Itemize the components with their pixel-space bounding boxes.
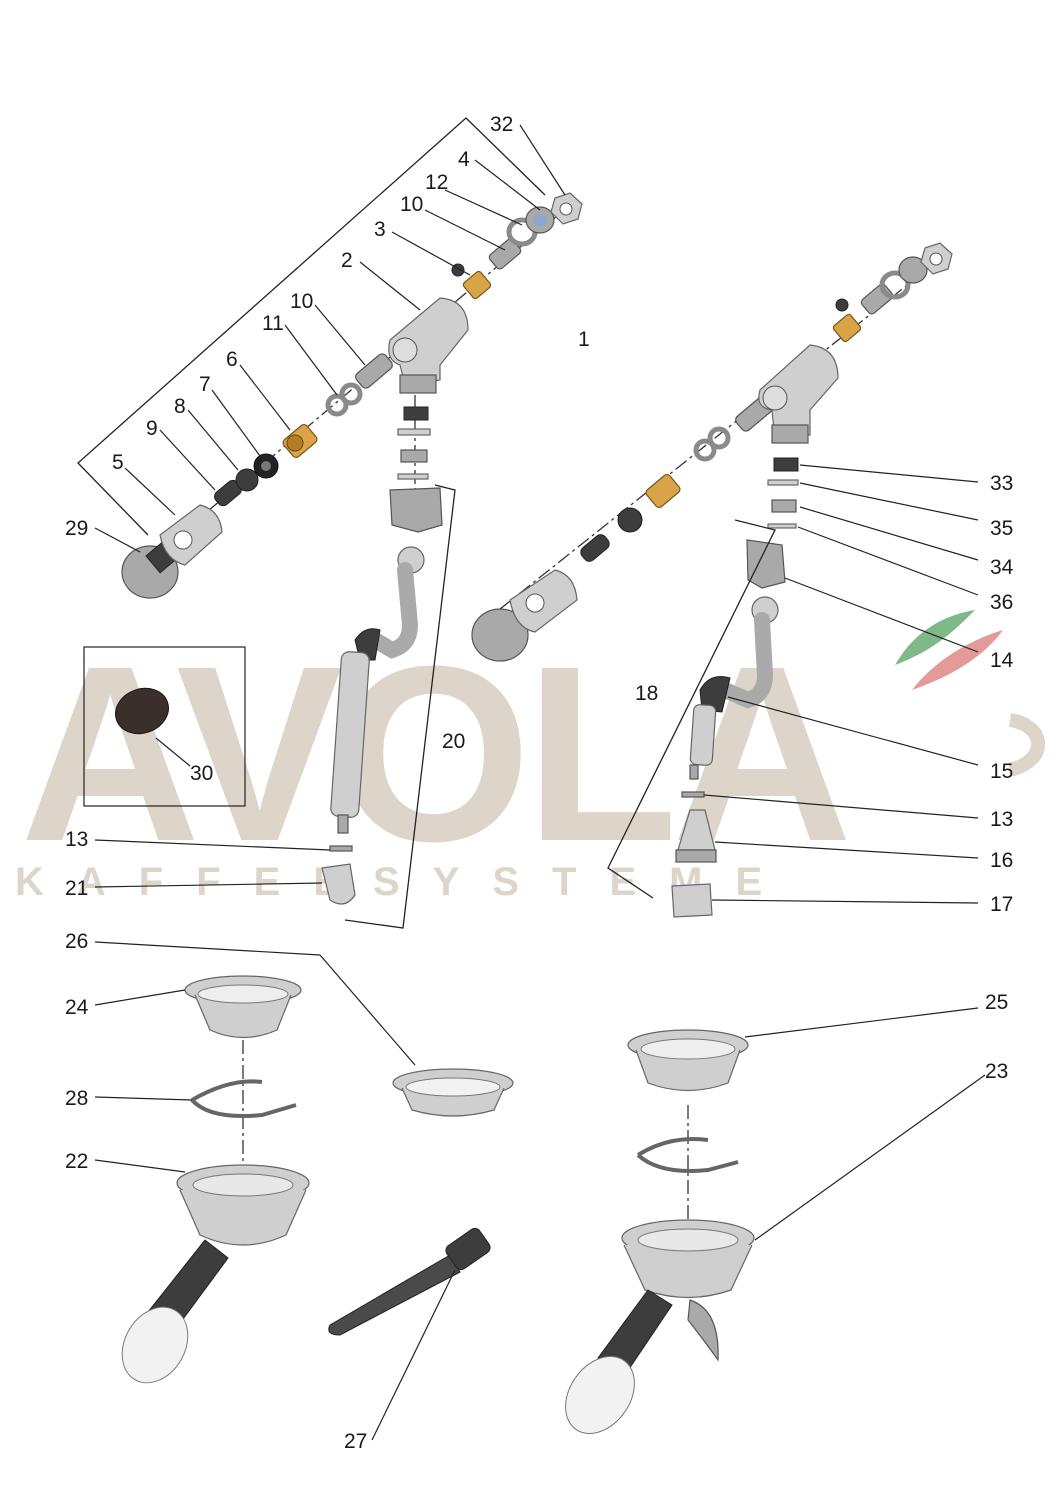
handle-end — [121, 1306, 189, 1384]
callout-3: 3 — [374, 218, 386, 241]
callout-27: 27 — [344, 1430, 367, 1453]
stem-10 — [355, 353, 393, 389]
spring-clip-right — [636, 1137, 739, 1173]
callout-10-upper: 10 — [400, 193, 423, 216]
right-wand-assembly — [607, 457, 799, 918]
callout-33: 33 — [990, 472, 1013, 495]
callout-5: 5 — [112, 451, 124, 474]
basket-26 — [392, 1068, 514, 1117]
watermark: AVOLA KAFFEESYSTEME — [15, 610, 1046, 904]
washers-right — [617, 507, 643, 533]
callout-35: 35 — [990, 517, 1013, 540]
wand-tip-pin — [337, 814, 349, 834]
nut-4 — [525, 206, 555, 234]
cup-handle-shape — [1007, 713, 1046, 777]
washer-36 — [767, 523, 797, 529]
callout-28: 28 — [65, 1087, 88, 1110]
callout-34: 34 — [990, 556, 1014, 579]
knob-body-5 — [159, 504, 223, 566]
callout-6: 6 — [226, 348, 238, 371]
bracket-20 — [344, 484, 456, 929]
callout-1: 1 — [578, 328, 590, 351]
inset-box-30 — [83, 646, 246, 807]
watermark-brand: AVOLA — [20, 614, 846, 893]
callout-21: 21 — [65, 877, 88, 900]
callout-11: 11 — [262, 312, 284, 335]
callout-4: 4 — [458, 148, 470, 171]
spring-clip-28 — [190, 1079, 297, 1118]
cap-30 — [115, 687, 169, 735]
brass-right — [645, 473, 681, 509]
seal-thin — [397, 473, 429, 480]
spring-coil — [403, 406, 429, 421]
right-valve-assembly — [471, 242, 953, 662]
knob-right — [471, 608, 529, 662]
washer-35 — [767, 479, 799, 486]
callout-24: 24 — [65, 996, 89, 1019]
spring-33 — [773, 457, 799, 472]
callout-7: 7 — [199, 373, 211, 396]
callout-14: 14 — [990, 649, 1014, 672]
o-ring-13-left — [329, 845, 353, 852]
callout-16: 16 — [990, 849, 1013, 872]
callout-18: 18 — [635, 682, 658, 705]
callout-30: 30 — [190, 762, 213, 785]
watermark-tagline: KAFFEESYSTEME — [15, 860, 795, 904]
left-wand-assembly — [321, 395, 456, 929]
basket-24 — [184, 975, 302, 1039]
cap-17 — [671, 883, 713, 918]
callout-8: 8 — [174, 395, 186, 418]
seal-34 — [771, 499, 797, 513]
callout-26: 26 — [65, 930, 88, 953]
handle-end-right — [565, 1356, 635, 1434]
callout-23: 23 — [985, 1060, 1008, 1083]
callout-22: 22 — [65, 1150, 88, 1173]
callout-20: 20 — [442, 730, 465, 753]
left-assembly-bracket — [77, 117, 546, 536]
o-rings-11 — [325, 382, 363, 417]
callout-25: 25 — [985, 991, 1008, 1014]
callout-13-left: 13 — [65, 828, 88, 851]
seal-insert — [400, 449, 428, 463]
nut-14 — [389, 487, 443, 533]
spout — [687, 1299, 719, 1362]
valve-body-right — [758, 344, 839, 441]
callout-29: 29 — [65, 517, 88, 540]
portafilter-23 — [565, 1219, 755, 1434]
callout-36: 36 — [990, 591, 1013, 614]
callout-32: 32 — [490, 113, 513, 136]
callout-10-lower: 10 — [290, 290, 313, 313]
brass-bushing-6 — [282, 423, 318, 459]
tip-21 — [321, 863, 356, 905]
o-ring-13-right — [681, 791, 705, 798]
callout-12: 12 — [425, 171, 448, 194]
left-valve-assembly — [121, 192, 583, 599]
callout-9: 9 — [146, 417, 158, 440]
basket-25 — [627, 1029, 749, 1092]
lock-nut-32 — [550, 192, 583, 225]
steam-pipe — [367, 562, 419, 659]
grip-15 — [699, 676, 731, 713]
callout-labels: 1 2 3 4 5 6 7 8 9 10 10 11 12 13 13 14 1… — [65, 113, 1014, 1453]
italian-flag-leaf-logo — [895, 610, 1003, 690]
callout-15: 15 — [990, 760, 1013, 783]
callout-17: 17 — [990, 893, 1013, 916]
leader-lines — [94, 124, 986, 1441]
callout-13-right: 13 — [990, 808, 1013, 831]
washer-8 — [235, 468, 259, 492]
callout-2: 2 — [341, 249, 353, 272]
seal-washer — [397, 428, 431, 436]
tamper-27 — [328, 1227, 491, 1336]
portafilter-22 — [121, 1164, 310, 1384]
nut-14-right — [746, 539, 786, 589]
bracket-18 — [607, 519, 776, 899]
spindle-right — [580, 534, 610, 562]
brass-fitting-3 — [451, 263, 492, 300]
valve-body-2 — [388, 297, 469, 394]
tube-right — [689, 704, 717, 766]
